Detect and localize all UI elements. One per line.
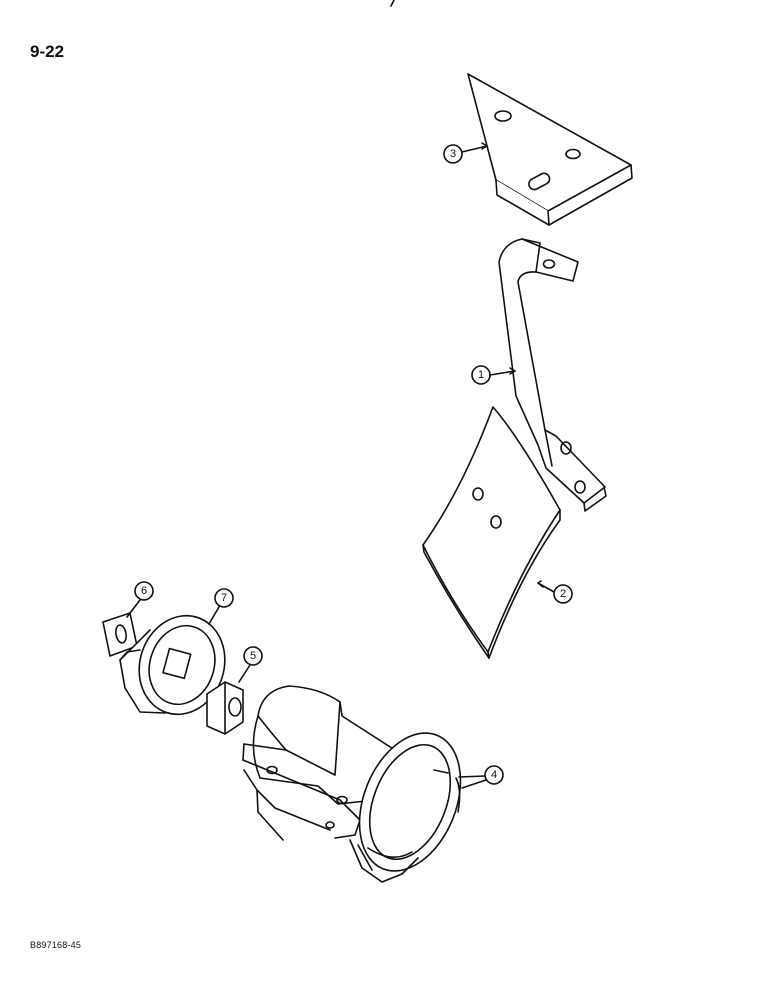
callout-5: 5 bbox=[238, 646, 263, 683]
part-7-flange bbox=[119, 614, 226, 716]
callout-2-label: 2 bbox=[560, 588, 566, 600]
part-3-mounting-plate bbox=[467, 73, 633, 226]
callout-4: 4 bbox=[458, 765, 504, 789]
callout-7-label: 7 bbox=[221, 592, 227, 604]
callout-3: 3 bbox=[443, 142, 488, 164]
figure-code: B897168-45 bbox=[30, 940, 82, 950]
callout-5-label: 5 bbox=[250, 650, 256, 662]
callout-3-label: 3 bbox=[450, 148, 456, 160]
callout-6: 6 bbox=[126, 581, 154, 618]
callout-6-label: 6 bbox=[141, 585, 147, 597]
callout-1: 1 bbox=[471, 365, 516, 385]
part-2-curved-blade bbox=[422, 406, 561, 659]
part-4-hub-housing bbox=[242, 685, 462, 883]
callout-4-label: 4 bbox=[491, 769, 497, 781]
callout-2: 2 bbox=[537, 580, 573, 604]
callout-1-label: 1 bbox=[478, 369, 484, 381]
callout-7: 7 bbox=[208, 588, 234, 625]
top-edge-mark bbox=[390, 0, 395, 7]
page-number: 9-22 bbox=[30, 42, 65, 61]
part-5-square-block bbox=[206, 681, 244, 735]
part-1-shank-bracket bbox=[498, 238, 607, 512]
